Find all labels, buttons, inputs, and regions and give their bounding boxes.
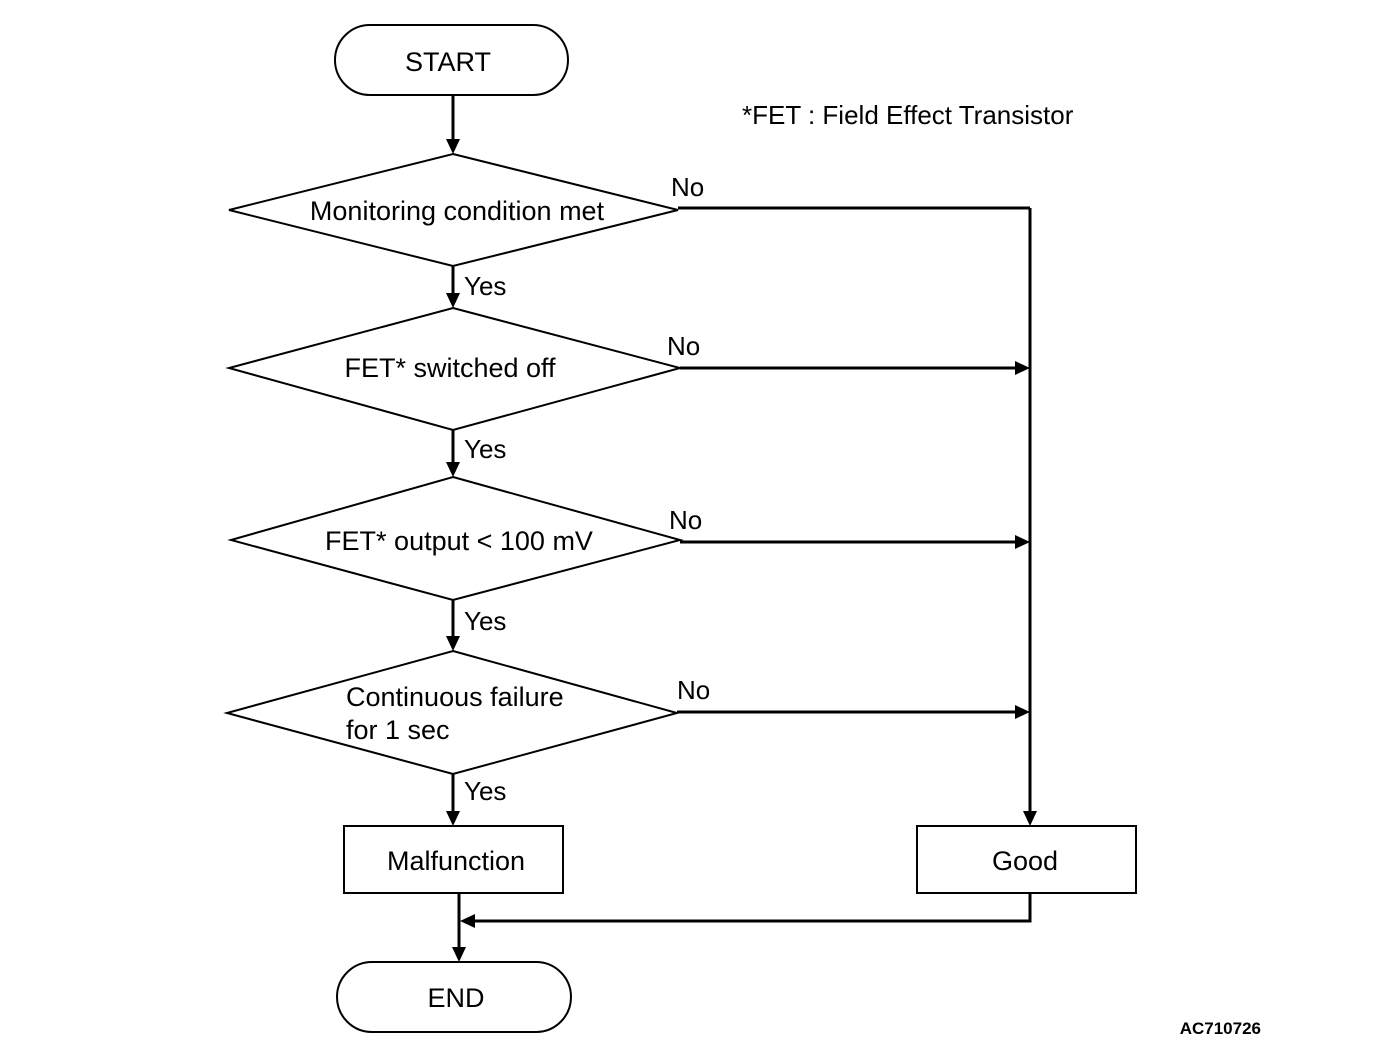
edge-label-no: No [669,505,702,535]
edge-label-yes: Yes [464,776,506,806]
arrowhead [446,293,460,308]
arrowhead [1015,705,1030,719]
fet-output-label: FET* output < 100 mV [325,526,593,556]
arrowhead [460,914,475,928]
edge-label-yes: Yes [464,606,506,636]
arrowhead [452,947,466,962]
end-terminal [336,961,572,1033]
edge-label-no: No [671,172,704,202]
figure-code: AC710726 [1180,1019,1261,1038]
start-label: START [405,47,491,77]
decision-continuous [223,649,681,776]
arrowhead [1015,361,1030,375]
fet-footnote: *FET : Field Effect Transistor [742,100,1074,130]
arrowhead [446,811,460,826]
edge-label-yes: Yes [464,434,506,464]
edge-label-yes: Yes [464,271,506,301]
arrowhead [1023,811,1037,826]
arrowhead [446,139,460,154]
malfunction-label: Malfunction [387,846,525,876]
arrowhead [446,636,460,651]
end-label: END [427,983,484,1013]
edge-label-no: No [667,331,700,361]
continuous-label-line2: for 1 sec [346,715,450,745]
arrowhead [446,462,460,477]
good-label: Good [992,846,1058,876]
edge-label-no: No [677,675,710,705]
connector-good-to-end [474,893,1032,923]
continuous-label-line1: Continuous failure [346,682,564,712]
arrowhead [1015,535,1030,549]
malfunction-box [343,825,564,894]
fet-off-label: FET* switched off [344,353,556,383]
monitoring-label: Monitoring condition met [310,196,605,226]
good-box [916,825,1137,894]
